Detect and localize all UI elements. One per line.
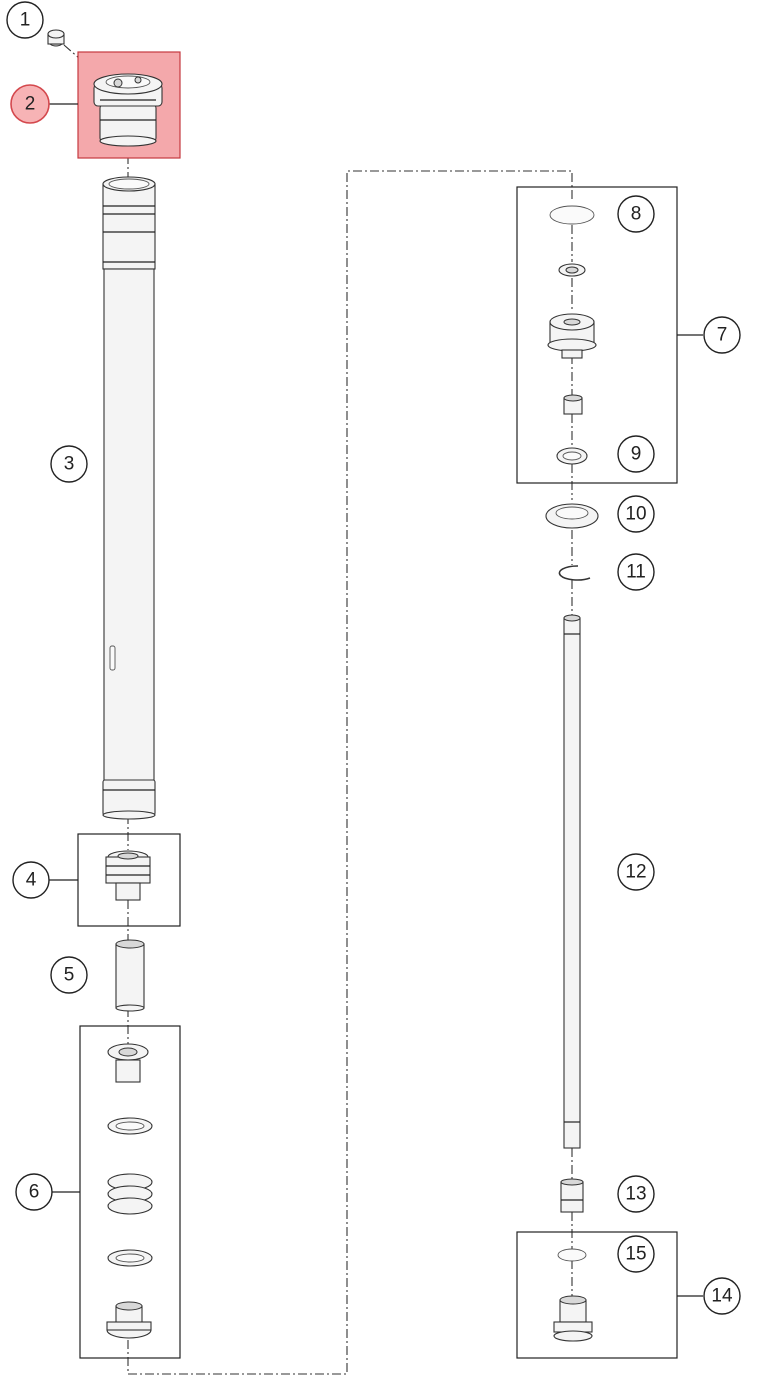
leader-lines [48, 103, 703, 1297]
svg-text:5: 5 [64, 965, 75, 986]
axis-connector-route [128, 170, 573, 1375]
group-boxes [77, 186, 678, 1359]
part-4-piston [105, 850, 151, 901]
svg-text:12: 12 [625, 862, 646, 883]
part-15-oring [557, 1248, 587, 1262]
callout-8[interactable]: 8 [617, 195, 655, 233]
part-2-cap [93, 73, 163, 147]
callout-11[interactable]: 11 [617, 553, 655, 591]
callout-10[interactable]: 10 [617, 495, 655, 533]
callout-9[interactable]: 9 [617, 435, 655, 473]
svg-text:15: 15 [625, 1244, 646, 1265]
part-6-group [106, 1043, 153, 1339]
svg-text:14: 14 [711, 1286, 733, 1307]
part-3-tube [102, 176, 156, 820]
svg-text:13: 13 [625, 1184, 646, 1205]
part-14-group [553, 1248, 593, 1342]
svg-text:2: 2 [25, 94, 36, 115]
callout-14[interactable]: 14 [703, 1277, 741, 1315]
svg-text:10: 10 [625, 504, 646, 525]
svg-text:8: 8 [631, 204, 642, 225]
callout-15[interactable]: 15 [617, 1235, 655, 1273]
group-box-7 [516, 186, 678, 484]
callout-2[interactable]: 2 [10, 84, 50, 124]
svg-text:1: 1 [20, 10, 31, 31]
svg-text:9: 9 [631, 444, 642, 465]
part-7-group [547, 205, 597, 465]
callout-12[interactable]: 12 [617, 853, 655, 891]
part-13-nut [560, 1178, 584, 1213]
callouts: 1 2 3 4 5 6 7 8 [6, 1, 741, 1315]
callout-6[interactable]: 6 [15, 1173, 53, 1211]
group-box-14 [516, 1231, 678, 1359]
part-6-spring [107, 1173, 153, 1215]
callout-1[interactable]: 1 [6, 1, 44, 39]
svg-text:3: 3 [64, 454, 75, 475]
part-10-bushing [545, 503, 599, 529]
svg-text:6: 6 [29, 1182, 40, 1203]
callout-13[interactable]: 13 [617, 1175, 655, 1213]
callout-4[interactable]: 4 [12, 861, 50, 899]
callout-3[interactable]: 3 [50, 445, 88, 483]
part-12-rod [563, 614, 581, 1149]
svg-text:11: 11 [626, 562, 646, 583]
callout-5[interactable]: 5 [50, 956, 88, 994]
svg-text:4: 4 [26, 870, 37, 891]
part-11-circlip [558, 565, 591, 581]
part-5-cylinder [115, 939, 145, 1012]
part-8-oring [549, 205, 595, 225]
svg-text:7: 7 [717, 325, 728, 346]
callout-7[interactable]: 7 [703, 316, 741, 354]
part-1-plug [47, 29, 65, 47]
